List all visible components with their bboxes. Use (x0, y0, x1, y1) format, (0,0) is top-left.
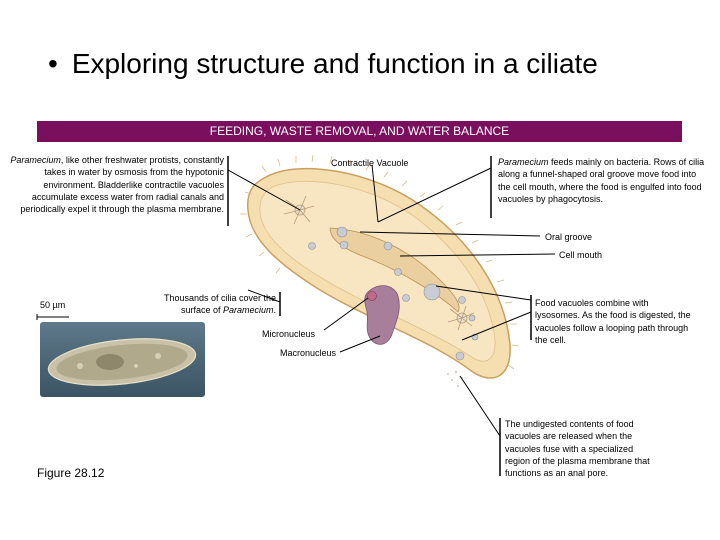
cilia-note-species: Paramecium (223, 305, 274, 315)
water-balance-note: Paramecium, like other freshwater protis… (10, 154, 224, 215)
label-cell-mouth: Cell mouth (559, 250, 602, 260)
anal-pore-waste (447, 371, 463, 387)
label-contractile-vacuole: Contractile Vacuole (331, 158, 408, 168)
label-micronucleus: Micronucleus (262, 329, 315, 339)
micronucleus-shape (368, 292, 377, 301)
label-macronucleus: Macronucleus (280, 348, 336, 358)
label-oral-groove: Oral groove (545, 232, 592, 242)
scale-bar (37, 314, 69, 320)
water-note-species: Paramecium (10, 155, 61, 165)
cilia-note-end: . (273, 305, 276, 315)
cilia-note: Thousands of cilia cover the surface of … (140, 292, 276, 317)
food-vacuoles-note: Food vacuoles combine with lysosomes. As… (535, 297, 695, 346)
label-scale: 50 µm (40, 300, 65, 310)
figure-caption: Figure 28.12 (37, 466, 104, 480)
paramecium-micrograph (40, 322, 205, 397)
feeding-note: Paramecium feeds mainly on bacteria. Row… (498, 156, 708, 205)
feeding-note-species: Paramecium (498, 157, 549, 167)
undigested-note: The undigested contents of food vacuoles… (505, 418, 655, 479)
